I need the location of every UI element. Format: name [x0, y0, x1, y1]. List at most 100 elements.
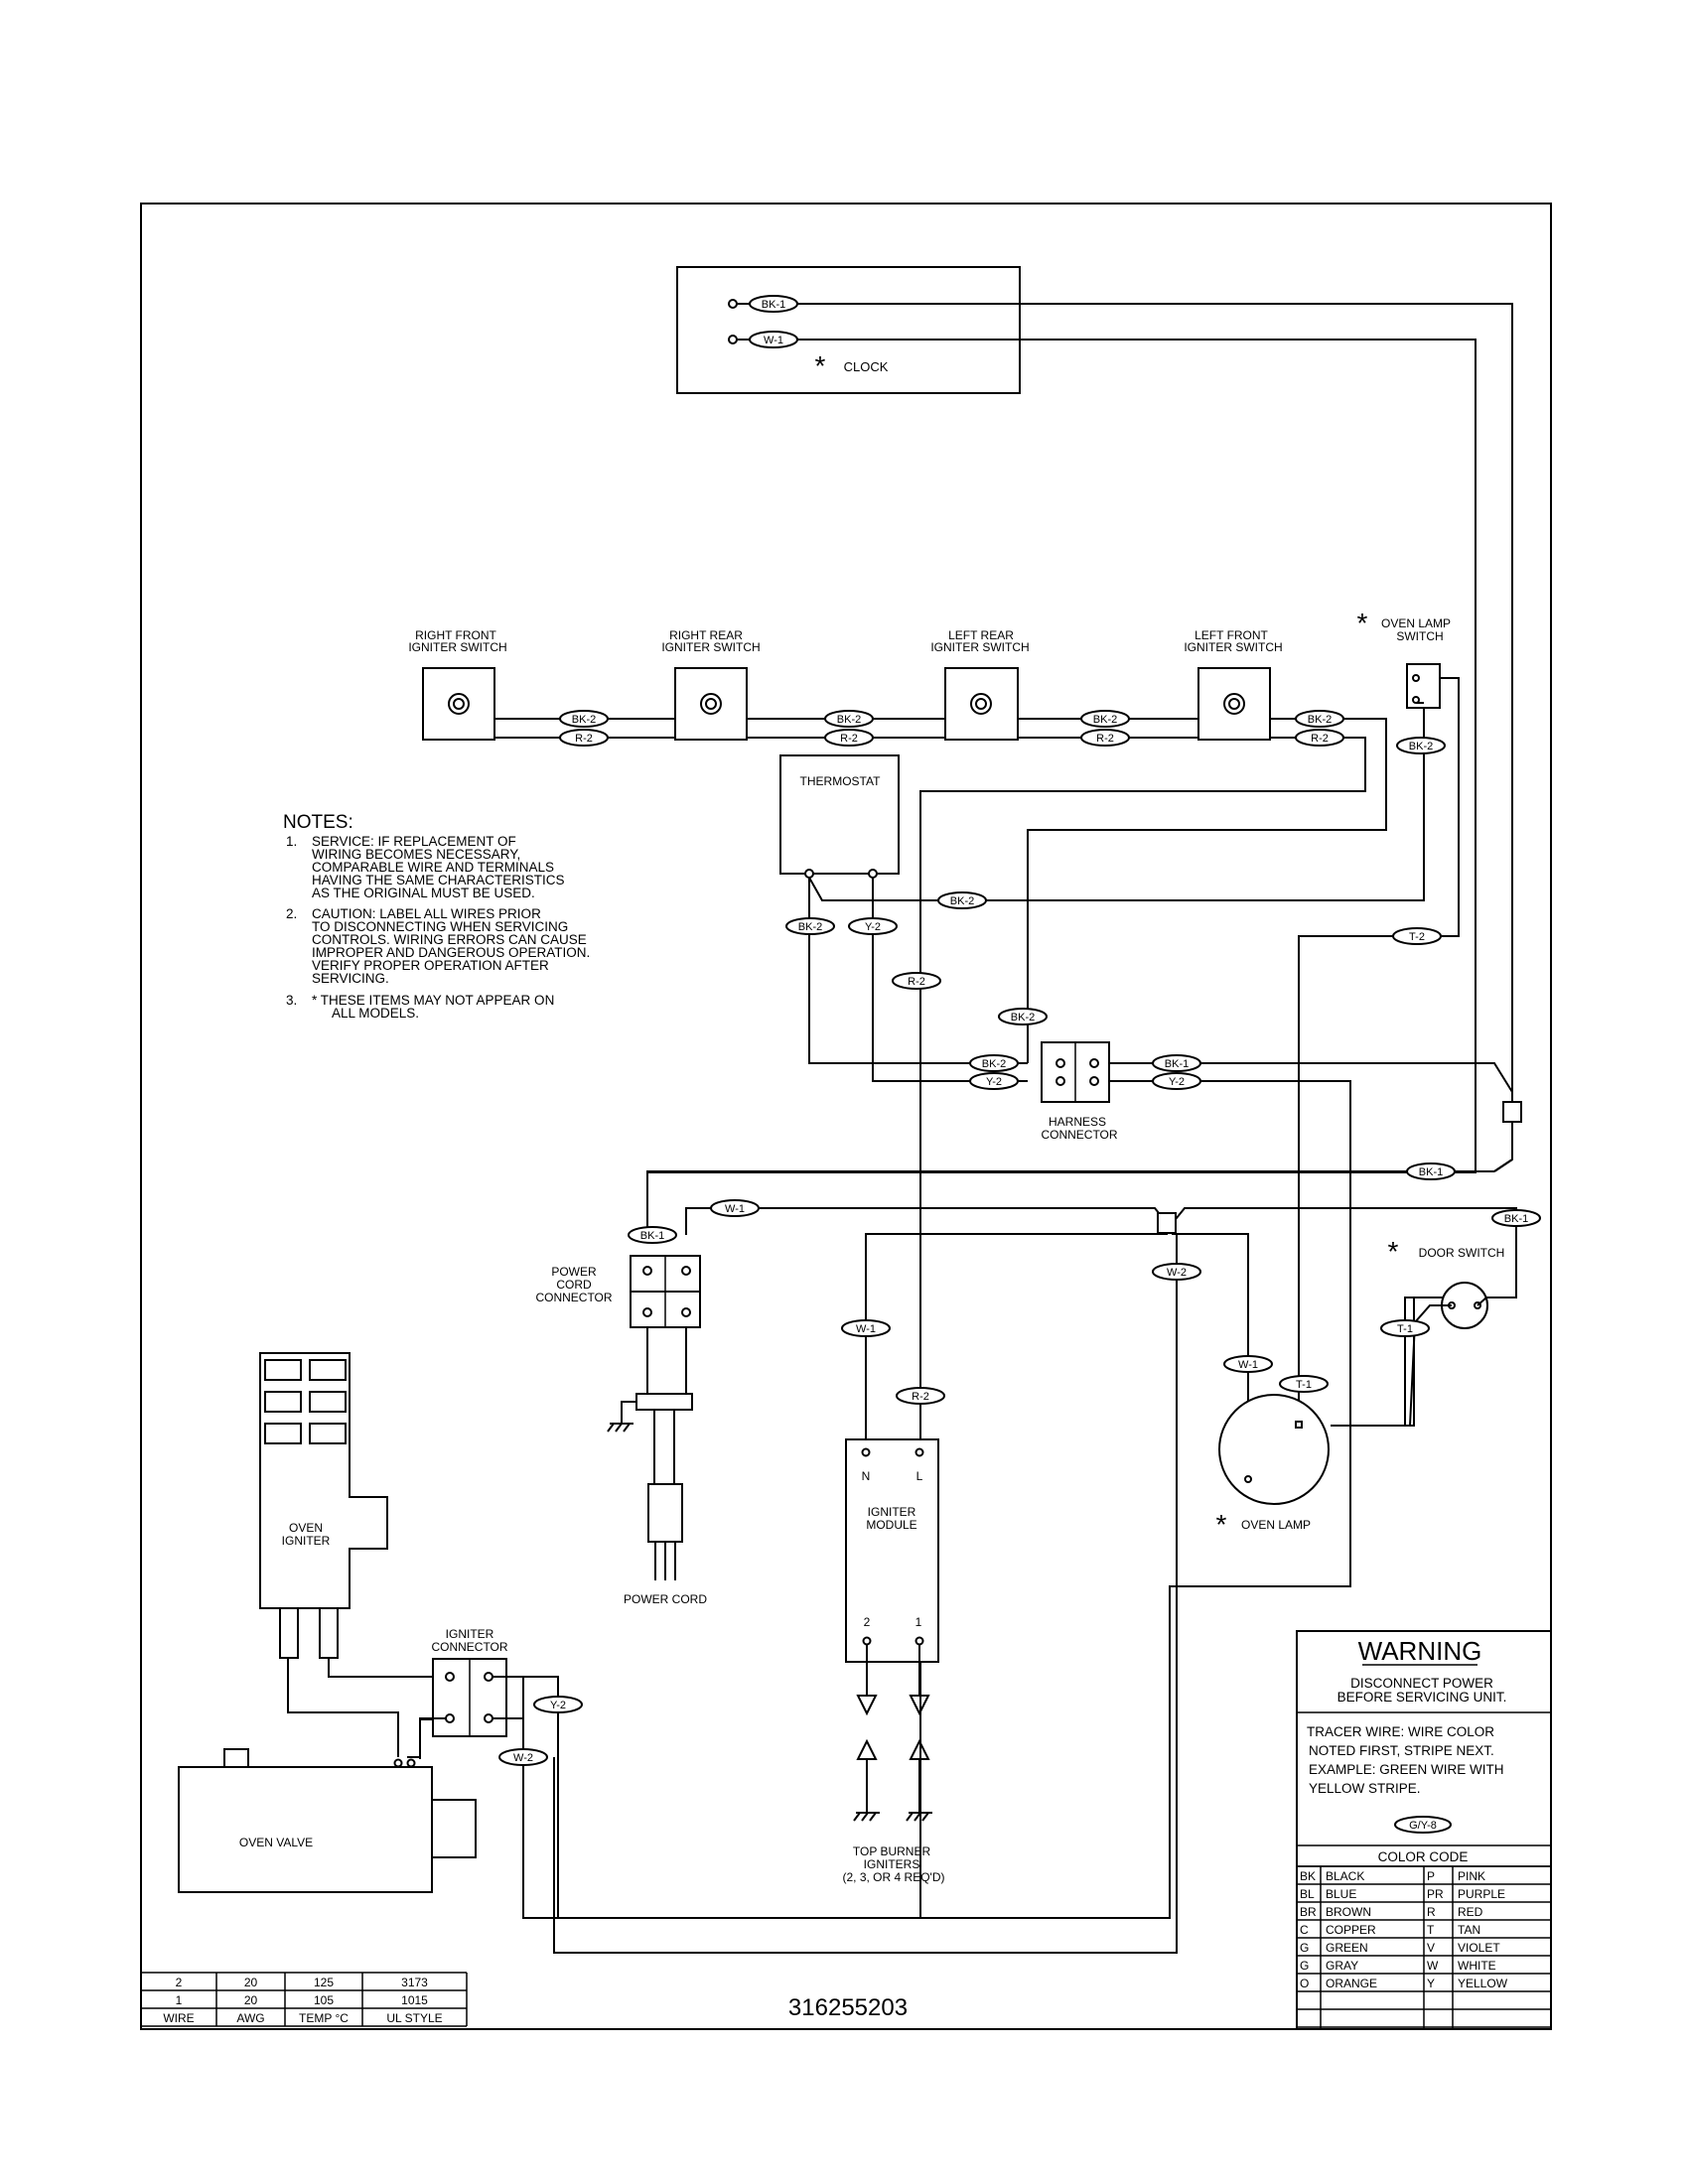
svg-text:NOTES:: NOTES:: [283, 812, 353, 833]
svg-text:W-1: W-1: [764, 335, 783, 346]
svg-text:BK-1: BK-1: [1419, 1166, 1443, 1178]
tag-bk1-power: BK-1: [628, 1226, 677, 1244]
svg-text:*: *: [1357, 608, 1368, 638]
tag-w2-junction: W-2: [1152, 1263, 1201, 1281]
wire-table-header: WIRE: [163, 2011, 194, 2025]
top-burner-igniters: TOP BURNER IGNITERS (2, 3, OR 4 REQ'D): [843, 1695, 944, 1884]
svg-text:MODULE: MODULE: [866, 1518, 916, 1532]
svg-text:BK-2: BK-2: [837, 714, 861, 726]
svg-text:3.: 3.: [286, 993, 297, 1008]
svg-text:SERVICE: IF REPLACEMENT OF: SERVICE: IF REPLACEMENT OF: [312, 834, 516, 849]
svg-text:T-1: T-1: [1296, 1379, 1312, 1391]
svg-text:HAVING THE SAME CHARACTERISTIC: HAVING THE SAME CHARACTERISTICS: [312, 873, 565, 887]
svg-text:SERVICING.: SERVICING.: [312, 971, 389, 986]
svg-text:N: N: [862, 1469, 871, 1483]
tag-w2-igniter: W-2: [498, 1748, 548, 1766]
svg-text:2: 2: [864, 1615, 871, 1629]
svg-text:R-2: R-2: [1311, 733, 1329, 745]
svg-text:IGNITER SWITCH: IGNITER SWITCH: [408, 640, 506, 654]
color-code-cell: P: [1427, 1869, 1435, 1883]
svg-text:CONNECTOR: CONNECTOR: [535, 1291, 612, 1304]
svg-text:IGNITER SWITCH: IGNITER SWITCH: [930, 640, 1029, 654]
tag-clock-bk1: BK-1: [749, 295, 798, 313]
svg-text:LEFT FRONT: LEFT FRONT: [1195, 628, 1268, 642]
svg-text:BK-2: BK-2: [1093, 714, 1117, 726]
svg-text:IGNITER: IGNITER: [446, 1627, 494, 1641]
wire-table-header: UL STYLE: [386, 2011, 442, 2025]
svg-text:COMPARABLE WIRE AND TERMINALS: COMPARABLE WIRE AND TERMINALS: [312, 860, 554, 875]
svg-text:W-1: W-1: [856, 1323, 876, 1335]
tag-lr-r2: R-2: [1080, 729, 1130, 747]
color-code-cell: C: [1300, 1923, 1309, 1937]
color-code-cell: W: [1427, 1959, 1439, 1973]
tag-rr-bk2: BK-2: [824, 710, 874, 728]
color-code-cell: YELLOW: [1458, 1977, 1508, 1990]
svg-text:IGNITERS: IGNITERS: [864, 1857, 920, 1871]
svg-text:HARNESS: HARNESS: [1049, 1115, 1106, 1129]
svg-text:IMPROPER AND DANGEROUS OPERATI: IMPROPER AND DANGEROUS OPERATION.: [312, 945, 590, 960]
junction-lower: [1157, 1212, 1177, 1234]
color-code-cell: WHITE: [1458, 1959, 1496, 1973]
wire-table-cell: 125: [314, 1976, 334, 1989]
wire-table-cell: 20: [244, 1993, 258, 2007]
color-code-cell: T: [1427, 1923, 1435, 1937]
tag-t2: T-2: [1392, 927, 1442, 945]
igniter-switches: RIGHT FRONT IGNITER SWITCH RIGHT REAR IG…: [408, 608, 1451, 741]
switch-right-rear: RIGHT REAR IGNITER SWITCH: [661, 628, 761, 741]
svg-text:WIRING BECOMES NECESSARY,: WIRING BECOMES NECESSARY,: [312, 847, 520, 862]
svg-text:1.: 1.: [286, 834, 297, 849]
svg-text:CONTROLS. WIRING ERRORS CAN: CONTROLS. WIRING ERRORS CAN CAUSE: [312, 932, 587, 947]
color-code-cell: BROWN: [1326, 1905, 1371, 1919]
color-code-cell: ORANGE: [1326, 1977, 1377, 1990]
oven-lamp-switch: * OVEN LAMP SWITCH: [1357, 608, 1451, 709]
svg-text:Y-2: Y-2: [550, 1700, 566, 1711]
color-code-cell: R: [1427, 1905, 1436, 1919]
tag-thermo-y2: Y-2: [848, 917, 898, 935]
oven-valve: OVEN VALVE: [178, 1748, 477, 1893]
tag-y2-igniter: Y-2: [533, 1696, 583, 1713]
color-code-cell: PURPLE: [1458, 1887, 1505, 1901]
svg-text:OVEN VALVE: OVEN VALVE: [239, 1836, 313, 1849]
color-code-cell: BR: [1300, 1905, 1317, 1919]
svg-text:W-1: W-1: [725, 1203, 745, 1215]
color-code-cell: BLUE: [1326, 1887, 1356, 1901]
color-code-cell: GREEN: [1326, 1941, 1368, 1955]
svg-text:OVEN LAMP: OVEN LAMP: [1241, 1518, 1311, 1532]
svg-text:R-2: R-2: [840, 733, 858, 745]
wire-tags: BK-1 W-1 BK-2 R-2 BK-2 R-2 BK-2 R-2 BK-2…: [498, 295, 1541, 1766]
svg-text:CONNECTOR: CONNECTOR: [431, 1640, 507, 1654]
color-code-cell: VIOLET: [1458, 1941, 1500, 1955]
tag-w1-module: W-1: [841, 1319, 891, 1337]
color-code-cell: G: [1300, 1941, 1309, 1955]
color-code-cell: PINK: [1458, 1869, 1485, 1883]
svg-text:Y-2: Y-2: [986, 1076, 1002, 1088]
svg-text:BK-2: BK-2: [1308, 714, 1332, 726]
wire-table-cell: 1015: [401, 1993, 428, 2007]
clock-label: CLOCK: [844, 359, 889, 374]
clock-asterisk: *: [815, 350, 826, 381]
color-code-cell: BL: [1300, 1887, 1315, 1901]
svg-text:DISCONNECT POWER: DISCONNECT POWER: [1350, 1676, 1493, 1691]
tag-r2-module: R-2: [896, 1387, 945, 1405]
part-number: 316255203: [788, 1994, 908, 2021]
wire-table-cell: 3173: [401, 1976, 428, 1989]
svg-text:BK-2: BK-2: [950, 895, 974, 907]
svg-text:L: L: [916, 1469, 923, 1483]
tag-t1-door: T-1: [1380, 1319, 1430, 1337]
igniter-connector: IGNITER CONNECTOR: [419, 1627, 559, 1918]
svg-text:T-2: T-2: [1409, 931, 1425, 943]
power-cord-connector: POWER CORD CONNECTOR: [535, 1255, 701, 1328]
svg-text:BK-1: BK-1: [1504, 1213, 1528, 1225]
tag-w1-lamp: W-1: [1223, 1355, 1273, 1373]
tag-rr-r2: R-2: [824, 729, 874, 747]
svg-text:TRACER WIRE: WIRE COLOR: TRACER WIRE: WIRE COLOR: [1307, 1724, 1494, 1739]
svg-text:*: *: [1216, 1509, 1227, 1540]
power-cord: POWER CORD: [607, 1393, 707, 1606]
svg-text:AS THE ORIGINAL MUST BE USED.: AS THE ORIGINAL MUST BE USED.: [312, 886, 535, 900]
tag-t1-lamp: T-1: [1279, 1375, 1329, 1393]
warning-title: WARNING: [1358, 1636, 1482, 1666]
svg-text:W-1: W-1: [1238, 1359, 1258, 1371]
svg-text:CONNECTOR: CONNECTOR: [1041, 1128, 1117, 1142]
switch-right-front: RIGHT FRONT IGNITER SWITCH: [408, 628, 507, 741]
clock: * CLOCK: [676, 266, 1021, 394]
